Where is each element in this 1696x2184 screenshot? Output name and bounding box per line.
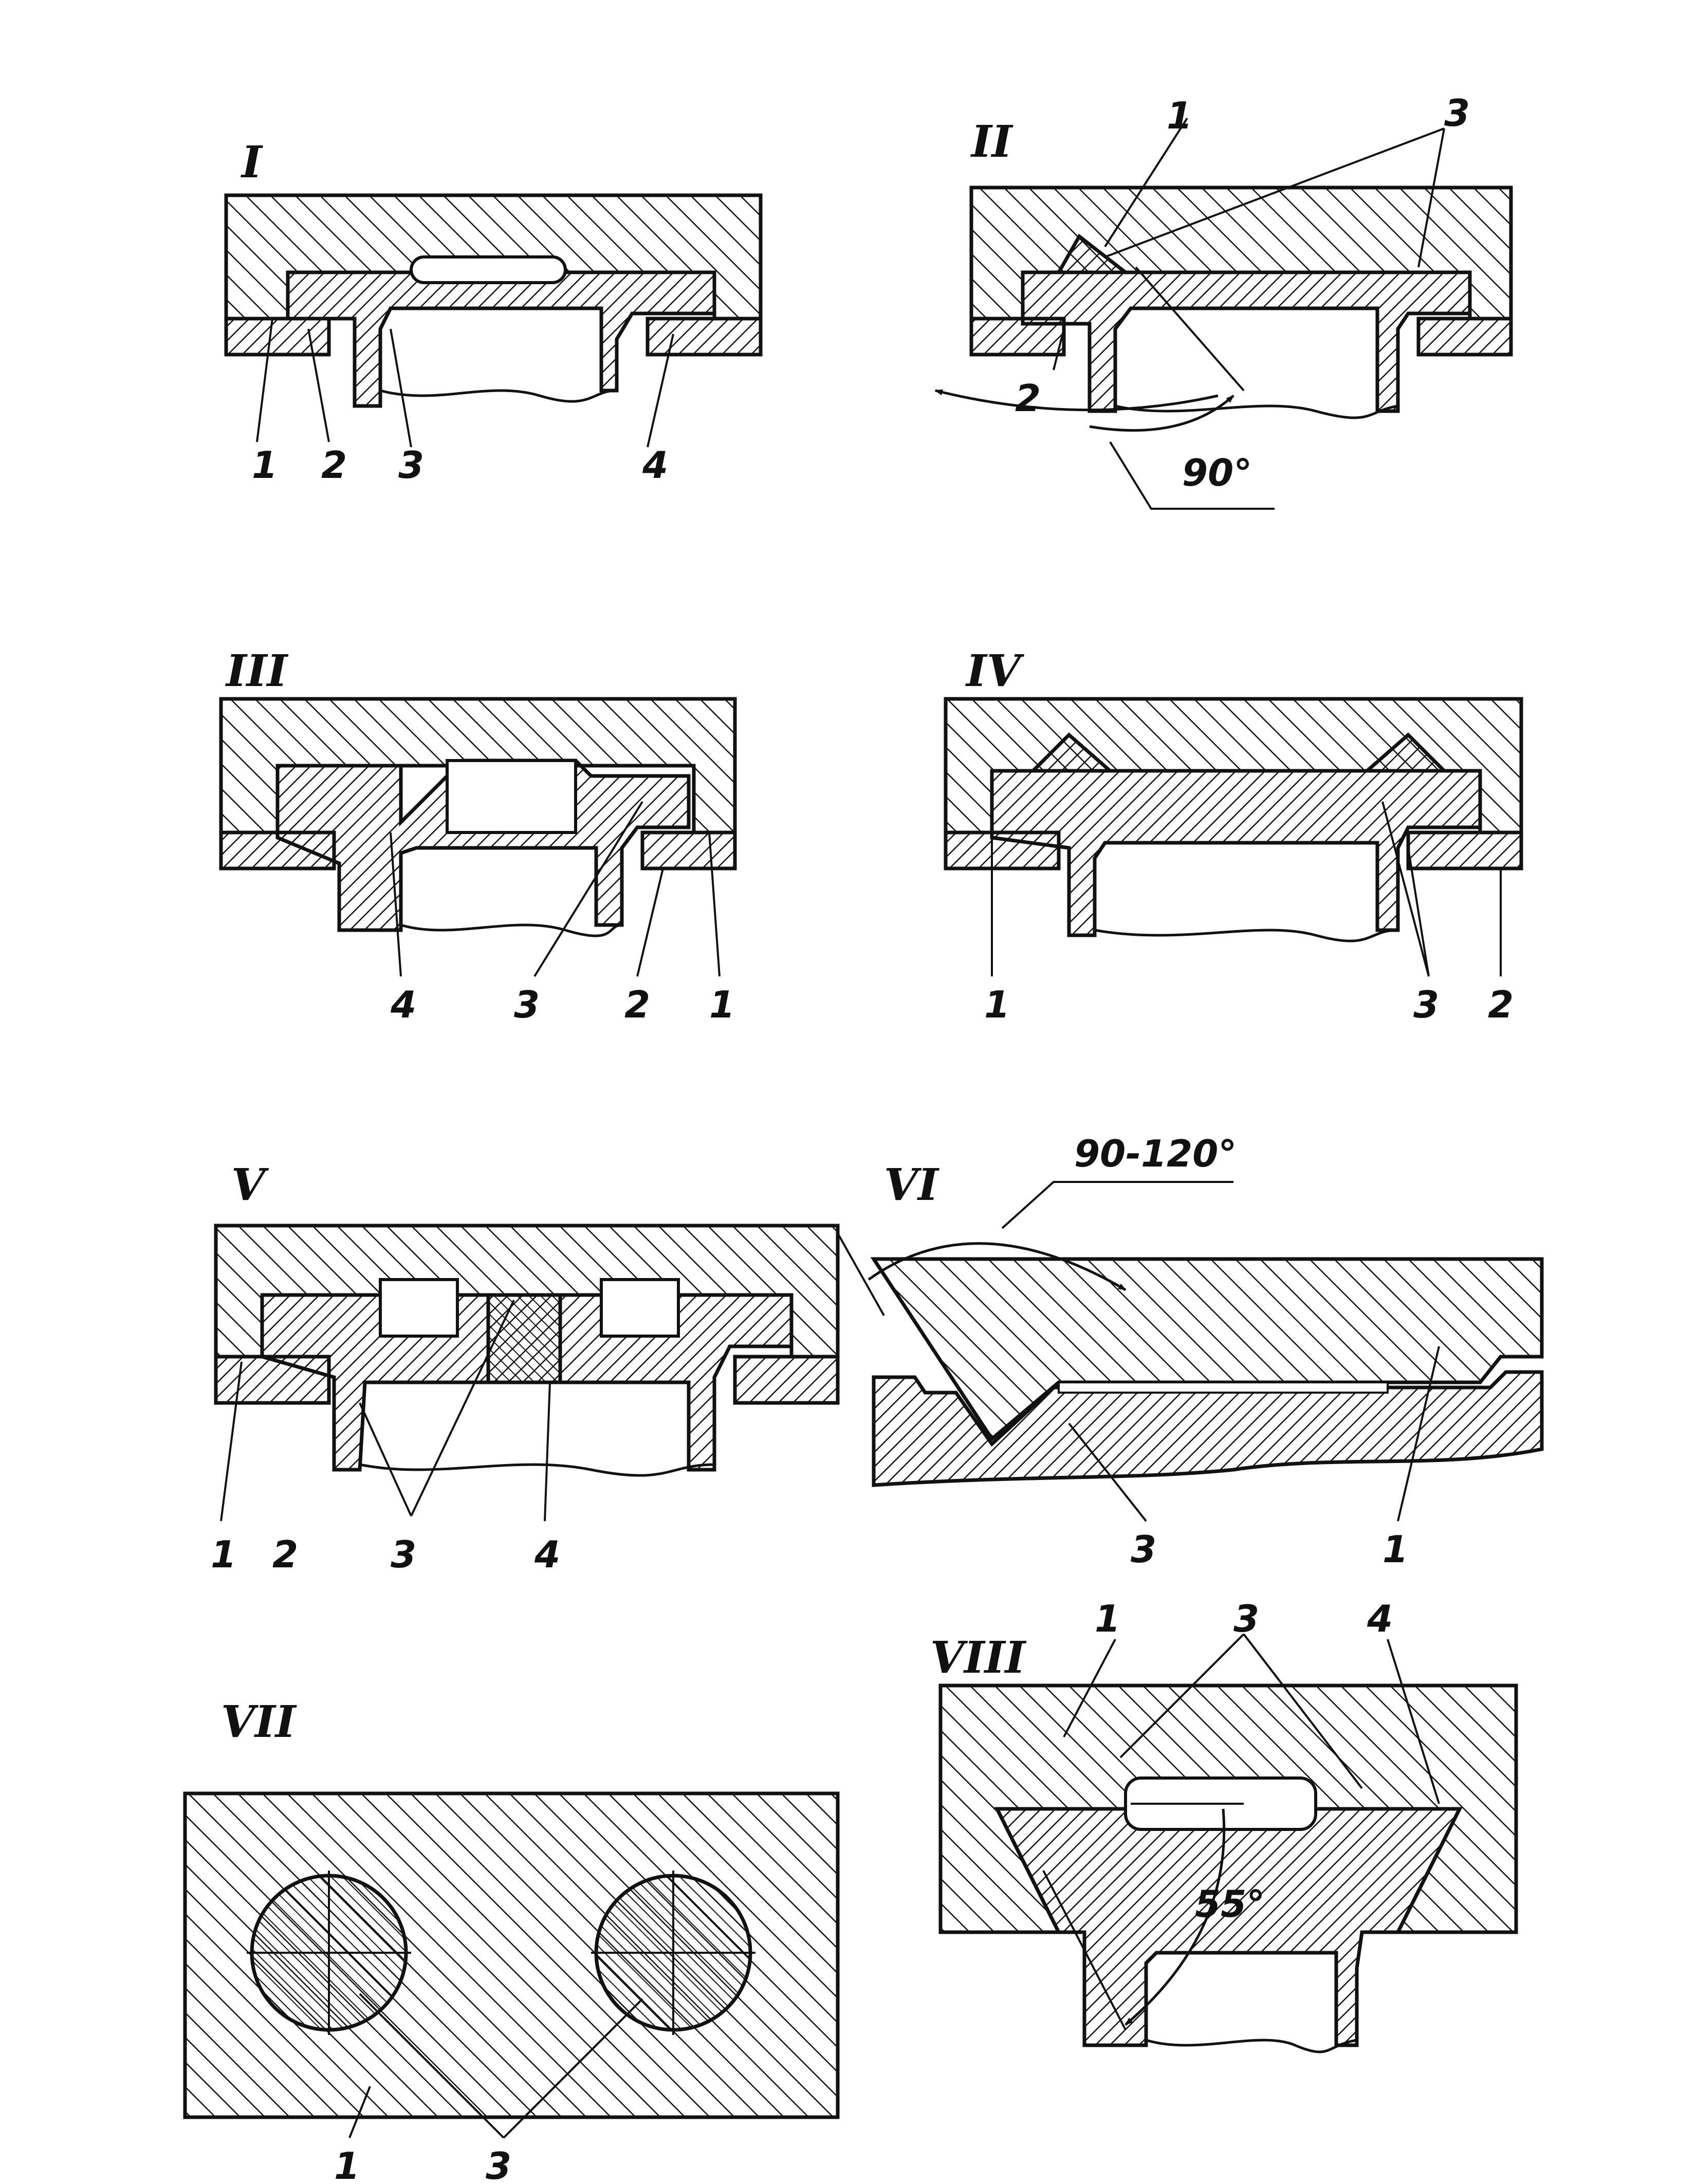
figure-II-flange-left — [969, 317, 1066, 357]
figure-VI-roman: VI — [884, 1159, 939, 1211]
figure-II-leaders — [1053, 117, 1445, 392]
figure-III-flange-left — [219, 830, 336, 871]
figure-V-label-1: 1 — [211, 1533, 236, 1576]
figure-III-cavity — [446, 759, 577, 834]
figure-II-roman: II — [970, 116, 1013, 168]
figure-II-angle-leader — [1109, 441, 1275, 510]
figure-II-angle-text: 90° — [1182, 451, 1252, 494]
figure-VII-label-1: 1 — [334, 2144, 360, 2181]
figure-I-label-1: 1 — [252, 443, 278, 487]
figure-VI-leaders — [1068, 1346, 1440, 1522]
figure-I-label-2: 2 — [321, 443, 347, 487]
figure-VI-gap — [1058, 1381, 1389, 1394]
figure-II-angle-arc — [934, 389, 1219, 412]
figure-VIII-angle-text: 55° — [1195, 1882, 1265, 1926]
figure-VIII-label-3: 3 — [1233, 1597, 1259, 1640]
figure-II-break-line — [1115, 404, 1398, 419]
figure-I-flange-right — [646, 317, 763, 357]
figure-VI: VI 90-120° 3 1 — [837, 1132, 1544, 1571]
figure-IV: IV 1 3 2 — [944, 645, 1523, 1026]
figure-IV-label-3: 3 — [1413, 983, 1439, 1026]
figure-V-label-2: 2 — [272, 1533, 298, 1576]
figure-III: III 4 3 2 1 — [219, 645, 737, 1026]
figure-VI-angle-leader — [1001, 1181, 1233, 1229]
figure-III-label-2: 2 — [624, 983, 650, 1026]
figure-VIII-label-1: 1 — [1095, 1597, 1120, 1640]
figure-I-cavity — [410, 255, 567, 284]
figure-V-break-line — [359, 1463, 715, 1477]
figure-V-flange-right — [733, 1355, 840, 1405]
figure-II: II 1 3 2 90° — [934, 91, 1513, 510]
figure-VIII-leaders — [1063, 1633, 1440, 1805]
figure-IV-label-2: 2 — [1488, 983, 1514, 1026]
figure-I: I 1 2 3 4 — [224, 137, 763, 487]
figure-IV-roman: IV — [965, 645, 1025, 697]
figure-IV-label-1: 1 — [984, 983, 1010, 1026]
figure-VII-label-3: 3 — [486, 2144, 511, 2181]
figure-I-roman: I — [241, 137, 263, 188]
figure-IV-leaders — [991, 801, 1502, 977]
figure-VIII-label-4: 4 — [1367, 1597, 1393, 1640]
figure-VIII-angle-ray — [1042, 1870, 1127, 2030]
figure-I-break-line — [380, 389, 617, 403]
figure-VIII: VIII 1 3 4 55° — [930, 1597, 1518, 2053]
figure-IV-break-line — [1094, 929, 1398, 942]
figure-V-leaders — [220, 1300, 551, 1522]
figure-VII-leaders — [348, 1993, 643, 2139]
figure-II-label-1: 1 — [1167, 94, 1192, 137]
figure-III-label-1: 1 — [709, 983, 735, 1026]
figure-II-flange-right — [1416, 317, 1513, 357]
figure-VI-line — [837, 1233, 885, 1316]
figure-III-break-line — [400, 923, 622, 937]
figure-VII-roman: VII — [221, 1696, 297, 1748]
figure-I-leaders — [256, 318, 674, 448]
figure-V: V 1 2 3 4 — [211, 1159, 840, 1576]
figure-III-roman: III — [225, 645, 289, 697]
figure-VI-label-1: 1 — [1382, 1528, 1408, 1571]
figure-I-label-3: 3 — [398, 443, 424, 487]
figure-III-inner-part — [275, 758, 691, 932]
figure-IV-flange-right — [1406, 830, 1523, 871]
figure-III-label-4: 4 — [390, 983, 416, 1026]
figure-V-roman: V — [231, 1159, 269, 1211]
figure-II-angle-arc-b — [1089, 395, 1234, 432]
figure-V-cavity-right — [600, 1278, 680, 1338]
figure-I-inner-part — [286, 270, 716, 408]
figure-V-cavity-left — [379, 1278, 459, 1338]
figure-VI-lower-part — [872, 1370, 1544, 1487]
figure-VIII-angle-arc — [1124, 1808, 1226, 2026]
figure-III-leaders — [390, 801, 721, 977]
figure-VIII-break-line — [1146, 2039, 1357, 2053]
figure-VI-angle-text: 90-120° — [1074, 1132, 1237, 1175]
figure-V-insert — [486, 1293, 562, 1384]
figure-III-flange-right — [640, 830, 737, 871]
figure-VI-angle-arc — [868, 1242, 1127, 1291]
figure-V-label-4: 4 — [534, 1533, 560, 1576]
figure-IV-flange-left — [944, 830, 1061, 871]
figure-VI-upper-part — [870, 1257, 1544, 1442]
figure-I-flange-left — [224, 317, 331, 357]
figure-II-label-3: 3 — [1444, 91, 1470, 135]
figure-I-label-4: 4 — [642, 443, 668, 487]
figure-VIII-dovetail-part — [994, 1807, 1463, 2047]
figure-II-label-2: 2 — [1015, 377, 1041, 420]
figure-VI-label-3: 3 — [1131, 1528, 1156, 1571]
figure-III-label-3: 3 — [514, 983, 540, 1026]
figure-II-inner-part — [1021, 233, 1472, 413]
figure-V-flange-left — [214, 1355, 331, 1405]
figure-VII: VII 1 3 — [183, 1696, 840, 2184]
figure-V-label-3: 3 — [391, 1533, 416, 1576]
figure-IV-inner-part — [990, 732, 1482, 937]
figure-VII-centerlines — [247, 1871, 755, 2035]
figure-VIII-roman: VIII — [930, 1632, 1026, 1683]
